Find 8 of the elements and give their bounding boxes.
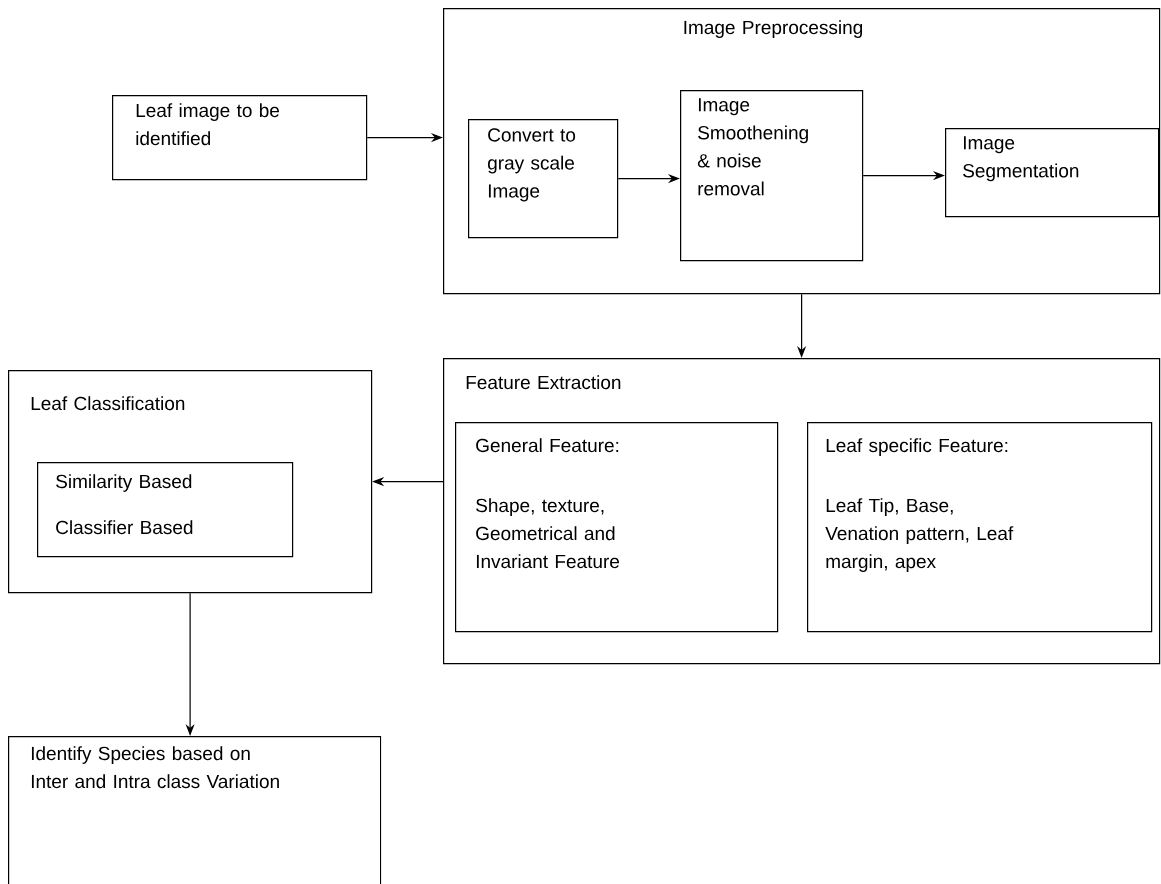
step-box: General Feature: Shape, texture, Geometrical and Invariant Feature [455,422,779,633]
step-box: Similarity Based Classifier Based [37,462,294,558]
step-box: Image Segmentation [945,128,1160,218]
step-box: Convert to gray scale Image [468,119,619,239]
step-box: Leaf specific Feature: Leaf Tip, Base, Venation pattern, Leaf margin, apex [807,422,1153,633]
process-box: Leaf image to be identified [112,95,368,181]
step-box: Image Smoothening & noise removal [680,90,864,262]
process-box: Identify Species based on Inter and Intra class Variation [8,736,382,884]
